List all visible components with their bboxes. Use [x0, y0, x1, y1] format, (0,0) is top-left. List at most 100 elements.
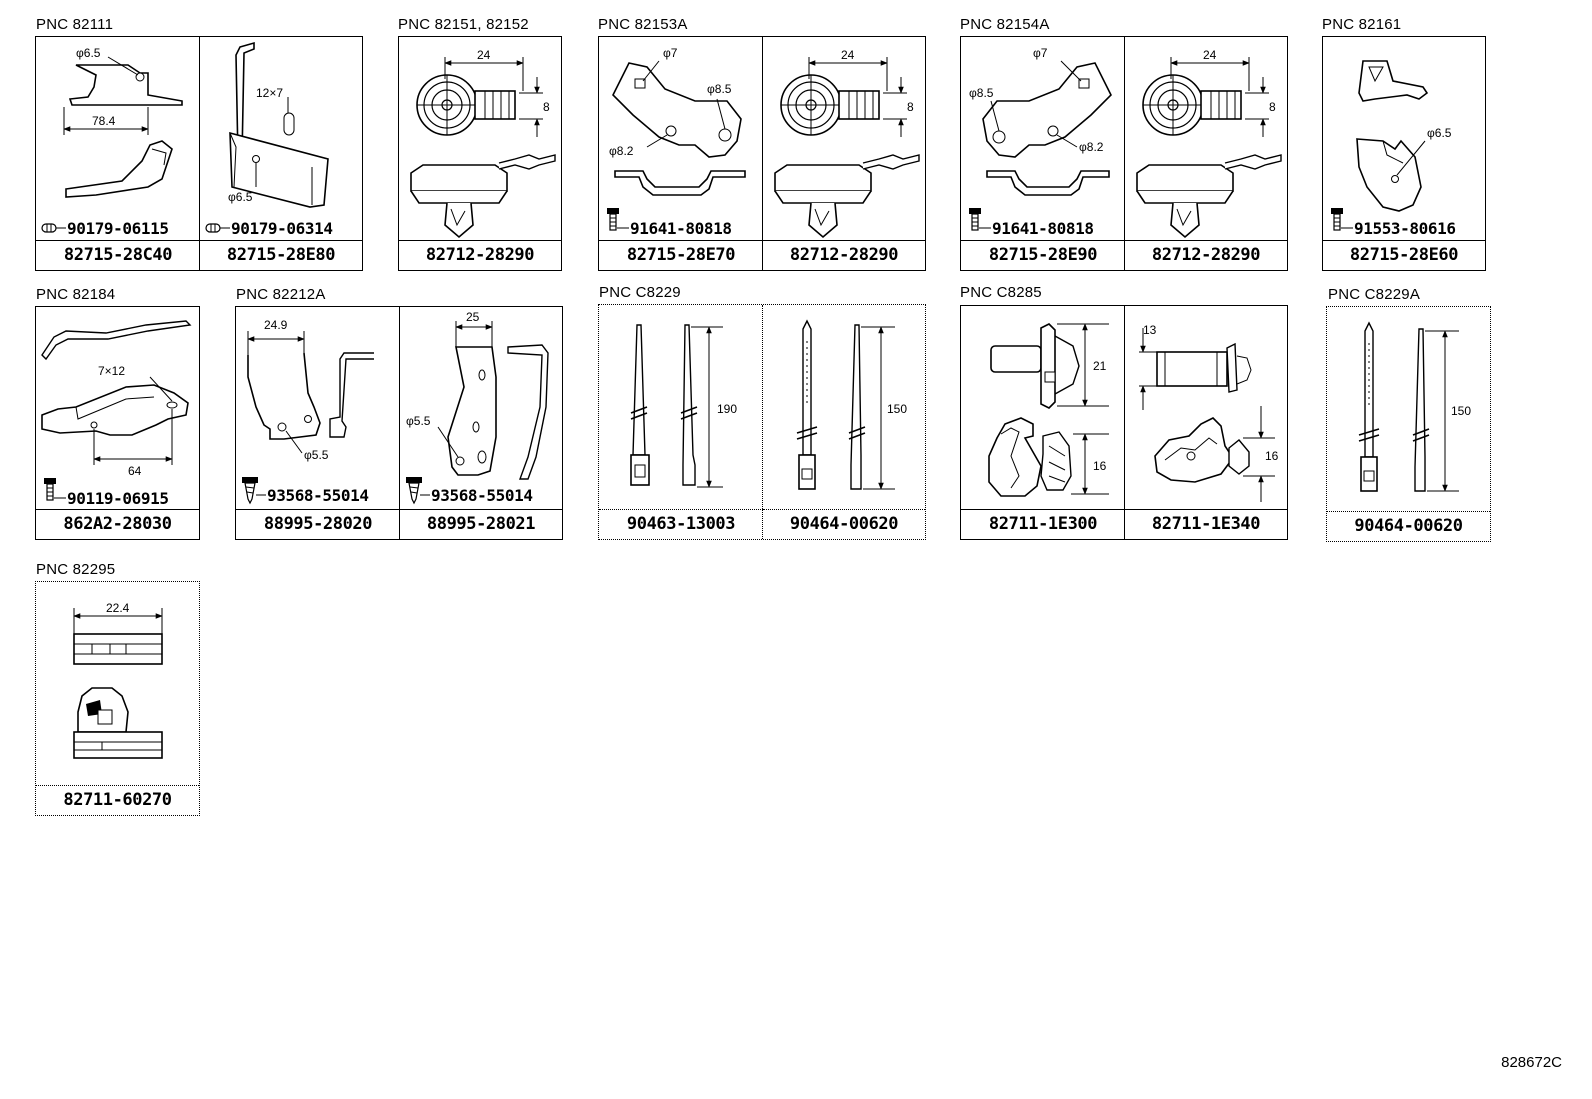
bracket-drawing: φ6.5 78.4 90179-06115 — [41, 46, 183, 238]
dim-label: 21 — [1093, 359, 1107, 373]
part-cell: 25 φ5.5 93568-55014 88995-28021 — [399, 307, 562, 539]
part-cell: φ7 φ8.5 φ8.2 91641-80818 82715-28E90 — [961, 37, 1125, 270]
dim-label: 25 — [466, 310, 480, 324]
cable-tie-drawing: 150 — [796, 319, 907, 490]
part-cell: 24 8 82712-28290 — [399, 37, 561, 270]
dim-label: 24 — [1203, 48, 1217, 62]
part-panel-82111: φ6.5 78.4 90179-06115 82715-28C40 12×7 φ… — [35, 36, 363, 271]
cable-tie-drawing: 190 — [630, 324, 737, 488]
part-number: 82712-28290 — [763, 240, 925, 270]
fastener-number: 93568-55014 — [431, 486, 533, 505]
pnc-label-82295: PNC 82295 — [36, 561, 116, 578]
part-cell: 190 90463-13003 — [599, 305, 763, 539]
bolt-icon — [968, 207, 982, 231]
bolt-icon — [1330, 207, 1344, 231]
grommet-icon — [780, 74, 880, 136]
grommet-icon — [416, 74, 516, 136]
dim-label: 150 — [1451, 404, 1471, 418]
fastener-number: 90179-06314 — [231, 219, 333, 238]
dim-label: 22.4 — [106, 601, 130, 615]
part-number: 90464-00620 — [1327, 511, 1490, 541]
dim-label: φ6.5 — [1427, 126, 1452, 140]
part-number: 90464-00620 — [763, 509, 925, 539]
dim-label: φ6.5 — [228, 190, 253, 204]
dim-label: φ8.5 — [969, 86, 994, 100]
part-cell: φ6.5 78.4 90179-06115 82715-28C40 — [36, 37, 200, 270]
part-cell: 7×12 64 90119-06915 862A2-28030 — [36, 307, 199, 539]
dim-label: 24 — [477, 48, 491, 62]
dim-label: φ6.5 — [76, 46, 101, 60]
bracket-drawing: 7×12 64 90119-06915 — [41, 320, 192, 508]
dim-label: 13 — [1143, 323, 1157, 337]
dim-label: φ8.2 — [609, 144, 634, 158]
part-cell: 150 90464-00620 — [1327, 307, 1490, 541]
part-cell: φ6.5 91553-80616 82715-28E60 — [1323, 37, 1485, 270]
clip-drawing: 21 16 — [988, 323, 1109, 497]
dim-label: 190 — [717, 402, 737, 416]
dim-label: 16 — [1093, 459, 1107, 473]
dim-label: φ8.2 — [1079, 140, 1104, 154]
dim-label: 78.4 — [92, 114, 116, 128]
part-number: 82711-1E300 — [961, 509, 1125, 539]
part-number: 82715-28C40 — [36, 240, 200, 270]
part-panel-82154a: φ7 φ8.5 φ8.2 91641-80818 82715-28E90 24 … — [960, 36, 1288, 271]
part-cell: 13 16 82711-1E340 — [1124, 306, 1287, 539]
part-number: 82712-28290 — [1125, 240, 1287, 270]
part-cell: 24.9 φ5.5 93568-55014 88995-28020 — [236, 307, 400, 539]
rivet-icon — [205, 223, 221, 233]
part-panel-82161: φ6.5 91553-80616 82715-28E60 — [1322, 36, 1486, 271]
dim-label: 8 — [907, 100, 914, 114]
part-number: 82712-28290 — [399, 240, 561, 270]
clip-side-icon — [410, 154, 556, 238]
rivet-icon — [41, 223, 57, 233]
fastener-number: 91641-80818 — [992, 219, 1094, 238]
part-cell: 24 8 82712-28290 — [762, 37, 925, 270]
part-number: 82715-28E90 — [961, 240, 1125, 270]
dim-label: 24 — [841, 48, 855, 62]
bracket-drawing: φ7 φ8.5 φ8.2 91641-80818 — [606, 46, 746, 238]
grommet-drawing: 24 8 — [410, 48, 556, 238]
pnc-label-82212a: PNC 82212A — [236, 286, 326, 303]
dim-label: 8 — [543, 100, 550, 114]
grommet-icon — [1142, 74, 1242, 136]
cable-tie-drawing: 150 — [1358, 321, 1471, 492]
dim-label: φ8.5 — [707, 82, 732, 96]
part-panel-c8285: 21 16 82711-1E300 13 1 — [960, 305, 1288, 540]
part-panel-82184: 7×12 64 90119-06915 862A2-28030 — [35, 306, 200, 540]
pnc-label-c8229a: PNC C8229A — [1328, 286, 1421, 303]
part-panel-c8229: 190 90463-13003 150 90464-00620 — [598, 304, 926, 540]
part-panel-82212a: 24.9 φ5.5 93568-55014 88995-28020 25 φ5.… — [235, 306, 563, 540]
part-cell: 150 90464-00620 — [762, 305, 925, 539]
part-cell: φ7 φ8.5 φ8.2 91641-80818 82715-28E70 — [599, 37, 763, 270]
dim-label: 16 — [1265, 449, 1279, 463]
fastener-number: 91641-80818 — [630, 219, 732, 238]
pnc-label-82111: PNC 82111 — [36, 16, 114, 33]
grommet-drawing: 24 8 — [774, 48, 920, 238]
bracket-drawing: 25 φ5.5 93568-55014 — [405, 310, 549, 505]
dim-label: φ5.5 — [406, 414, 431, 428]
clip-drawing: 13 16 — [1139, 323, 1279, 502]
dim-label: 150 — [887, 402, 907, 416]
part-number: 82715-28E80 — [200, 240, 362, 270]
bracket-drawing: 24.9 φ5.5 93568-55014 — [241, 318, 374, 505]
dim-label: 64 — [128, 464, 142, 478]
screw-icon — [241, 476, 259, 504]
dim-label: φ7 — [663, 46, 678, 60]
screw-icon — [405, 476, 423, 504]
dim-label: 12×7 — [256, 86, 283, 100]
dim-label: 7×12 — [98, 364, 125, 378]
part-number: 862A2-28030 — [36, 509, 199, 539]
bolt-icon — [606, 207, 620, 231]
pnc-label-c8285: PNC C8285 — [960, 284, 1042, 301]
fastener-number: 93568-55014 — [267, 486, 369, 505]
part-cell: 21 16 82711-1E300 — [961, 306, 1125, 539]
part-number: 88995-28020 — [236, 509, 400, 539]
clip-side-icon — [774, 154, 920, 238]
part-number: 82715-28E70 — [599, 240, 763, 270]
part-panel-c8229a: 150 90464-00620 — [1326, 306, 1491, 542]
fastener-number: 90119-06915 — [67, 489, 169, 508]
bolt-icon — [43, 477, 57, 501]
part-number: 88995-28021 — [400, 509, 562, 539]
dim-label: φ7 — [1033, 46, 1048, 60]
fastener-number: 91553-80616 — [1354, 219, 1456, 238]
